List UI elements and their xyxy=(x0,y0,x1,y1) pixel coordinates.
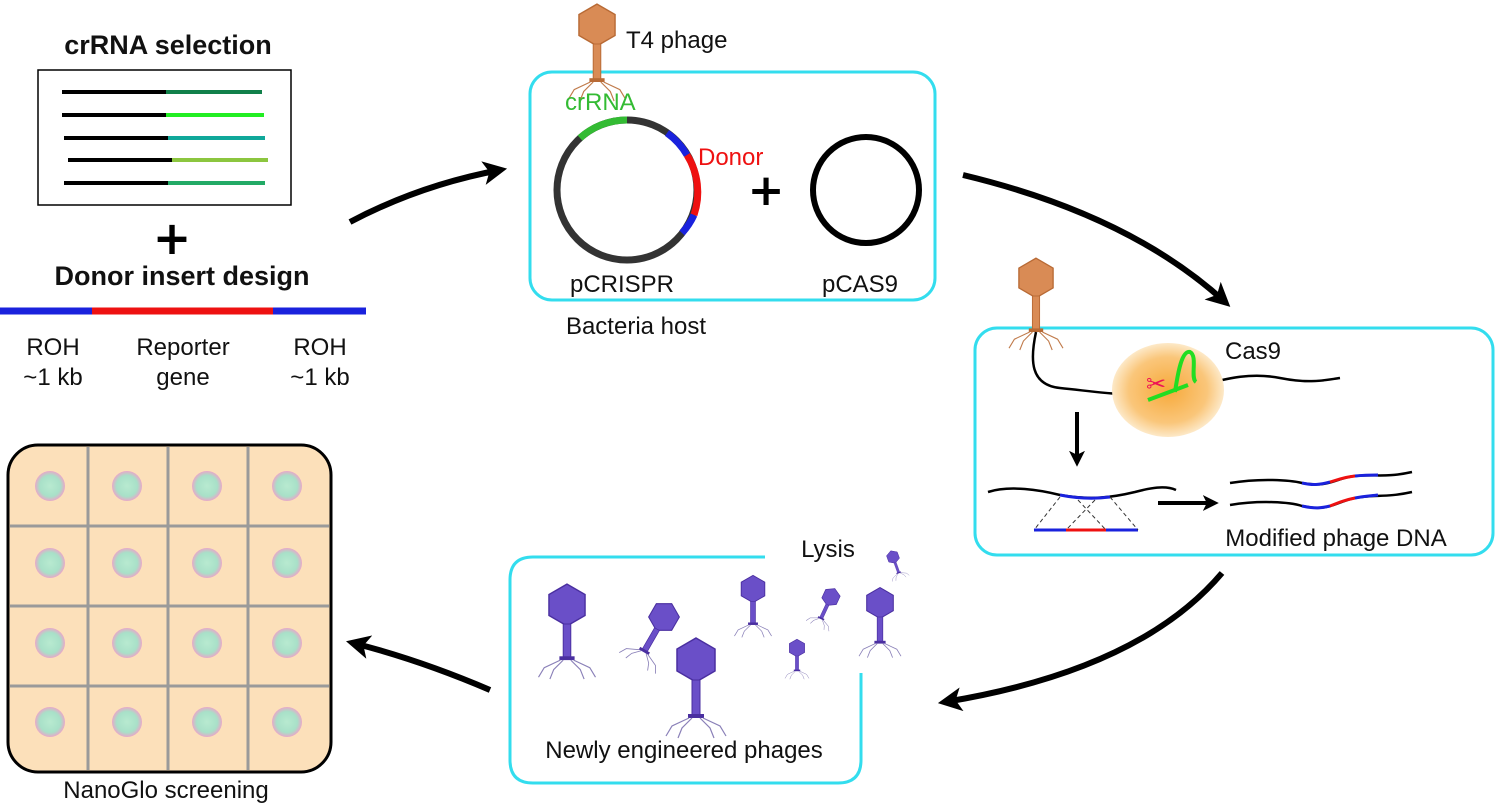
well xyxy=(35,548,65,578)
pcrispr-donor-segment xyxy=(683,153,702,217)
right-roh-size: ~1 kb xyxy=(290,364,349,391)
well xyxy=(272,471,302,501)
plate-wells xyxy=(35,471,302,737)
pcrispr-blue-arm-top xyxy=(664,130,691,157)
crrna-selection-title: crRNA selection xyxy=(64,30,272,60)
well xyxy=(35,707,65,737)
well xyxy=(112,471,142,501)
modified-phage-dna-label: Modified phage DNA xyxy=(1225,525,1446,552)
well xyxy=(192,471,222,501)
phage-icon-7 xyxy=(784,638,810,680)
bacteria-host-caption: Bacteria host xyxy=(566,313,706,340)
arrow-to-lysis xyxy=(937,571,1225,712)
phage-icon-3 xyxy=(665,637,727,739)
well xyxy=(272,548,302,578)
cas9-editing-panel: ✂ Cas9 Modified phage DNA xyxy=(973,257,1495,557)
phage-icon-5 xyxy=(805,582,847,633)
new-phages-caption: Newly engineered phages xyxy=(545,737,823,764)
crrna-selection-panel: crRNA selection + xyxy=(37,30,292,265)
pcrispr-label: pCRISPR xyxy=(570,271,674,298)
phage-icon-4 xyxy=(733,574,773,638)
left-roh-size: ~1 kb xyxy=(23,364,82,391)
well xyxy=(272,707,302,737)
donor-design-panel: Donor insert design ROH ~1 kb Reporter g… xyxy=(0,261,366,391)
screening-caption: NanoGlo screening xyxy=(63,777,268,804)
well xyxy=(112,707,142,737)
screening-plate: NanoGlo screening xyxy=(6,443,333,804)
pcrispr-blue-arm-bottom xyxy=(679,213,698,236)
well xyxy=(272,628,302,658)
plate-grid-lines xyxy=(10,447,329,770)
arrow-to-host xyxy=(348,161,508,225)
scissors-icon: ✂ xyxy=(1146,370,1166,398)
crrna-guide-lines xyxy=(62,90,268,185)
well xyxy=(192,628,222,658)
bacteria-host-panel: T4 phage crRNA Donor + pCRISPR pCAS9 Bac… xyxy=(528,3,937,340)
well xyxy=(35,628,65,658)
left-roh-label: ROH xyxy=(26,334,79,361)
well xyxy=(192,548,222,578)
arrow-to-cas9 xyxy=(962,172,1231,307)
crrna-plasmid-label: crRNA xyxy=(565,89,636,116)
pcas9-label: pCAS9 xyxy=(822,271,898,298)
well xyxy=(192,707,222,737)
well xyxy=(35,471,65,501)
right-roh-label: ROH xyxy=(293,334,346,361)
plus-icon: + xyxy=(153,211,192,265)
guide-rna-strand xyxy=(1147,350,1198,402)
t4-phage-label: T4 phage xyxy=(626,27,727,54)
arrow-to-screening xyxy=(346,635,492,693)
well xyxy=(112,628,142,658)
reporter-gene-label: gene xyxy=(156,364,209,391)
well xyxy=(112,548,142,578)
crossover-lines xyxy=(1033,496,1139,531)
reporter-label: Reporter xyxy=(136,334,229,361)
pcas9-plasmid xyxy=(810,134,922,246)
lysis-box-broken-outline xyxy=(508,555,863,785)
phage-icon-6 xyxy=(858,587,902,659)
phage-icon-1 xyxy=(537,583,597,680)
pcrispr-crrna-segment xyxy=(577,116,628,141)
bacteria-host-box xyxy=(528,70,937,302)
lysis-label: Lysis xyxy=(801,536,855,563)
modified-dna-strands xyxy=(1229,470,1413,510)
lysis-panel: Lysis Newly engineered phages xyxy=(508,536,910,785)
phage-icon-8 xyxy=(882,547,910,583)
cas9-protein xyxy=(1112,343,1224,437)
donor-plasmid-label: Donor xyxy=(698,144,763,171)
donor-design-title: Donor insert design xyxy=(54,261,309,291)
homology-arms-target xyxy=(1059,493,1111,500)
plus-icon-plasmids: + xyxy=(748,165,785,216)
cas9-label: Cas9 xyxy=(1225,338,1281,365)
